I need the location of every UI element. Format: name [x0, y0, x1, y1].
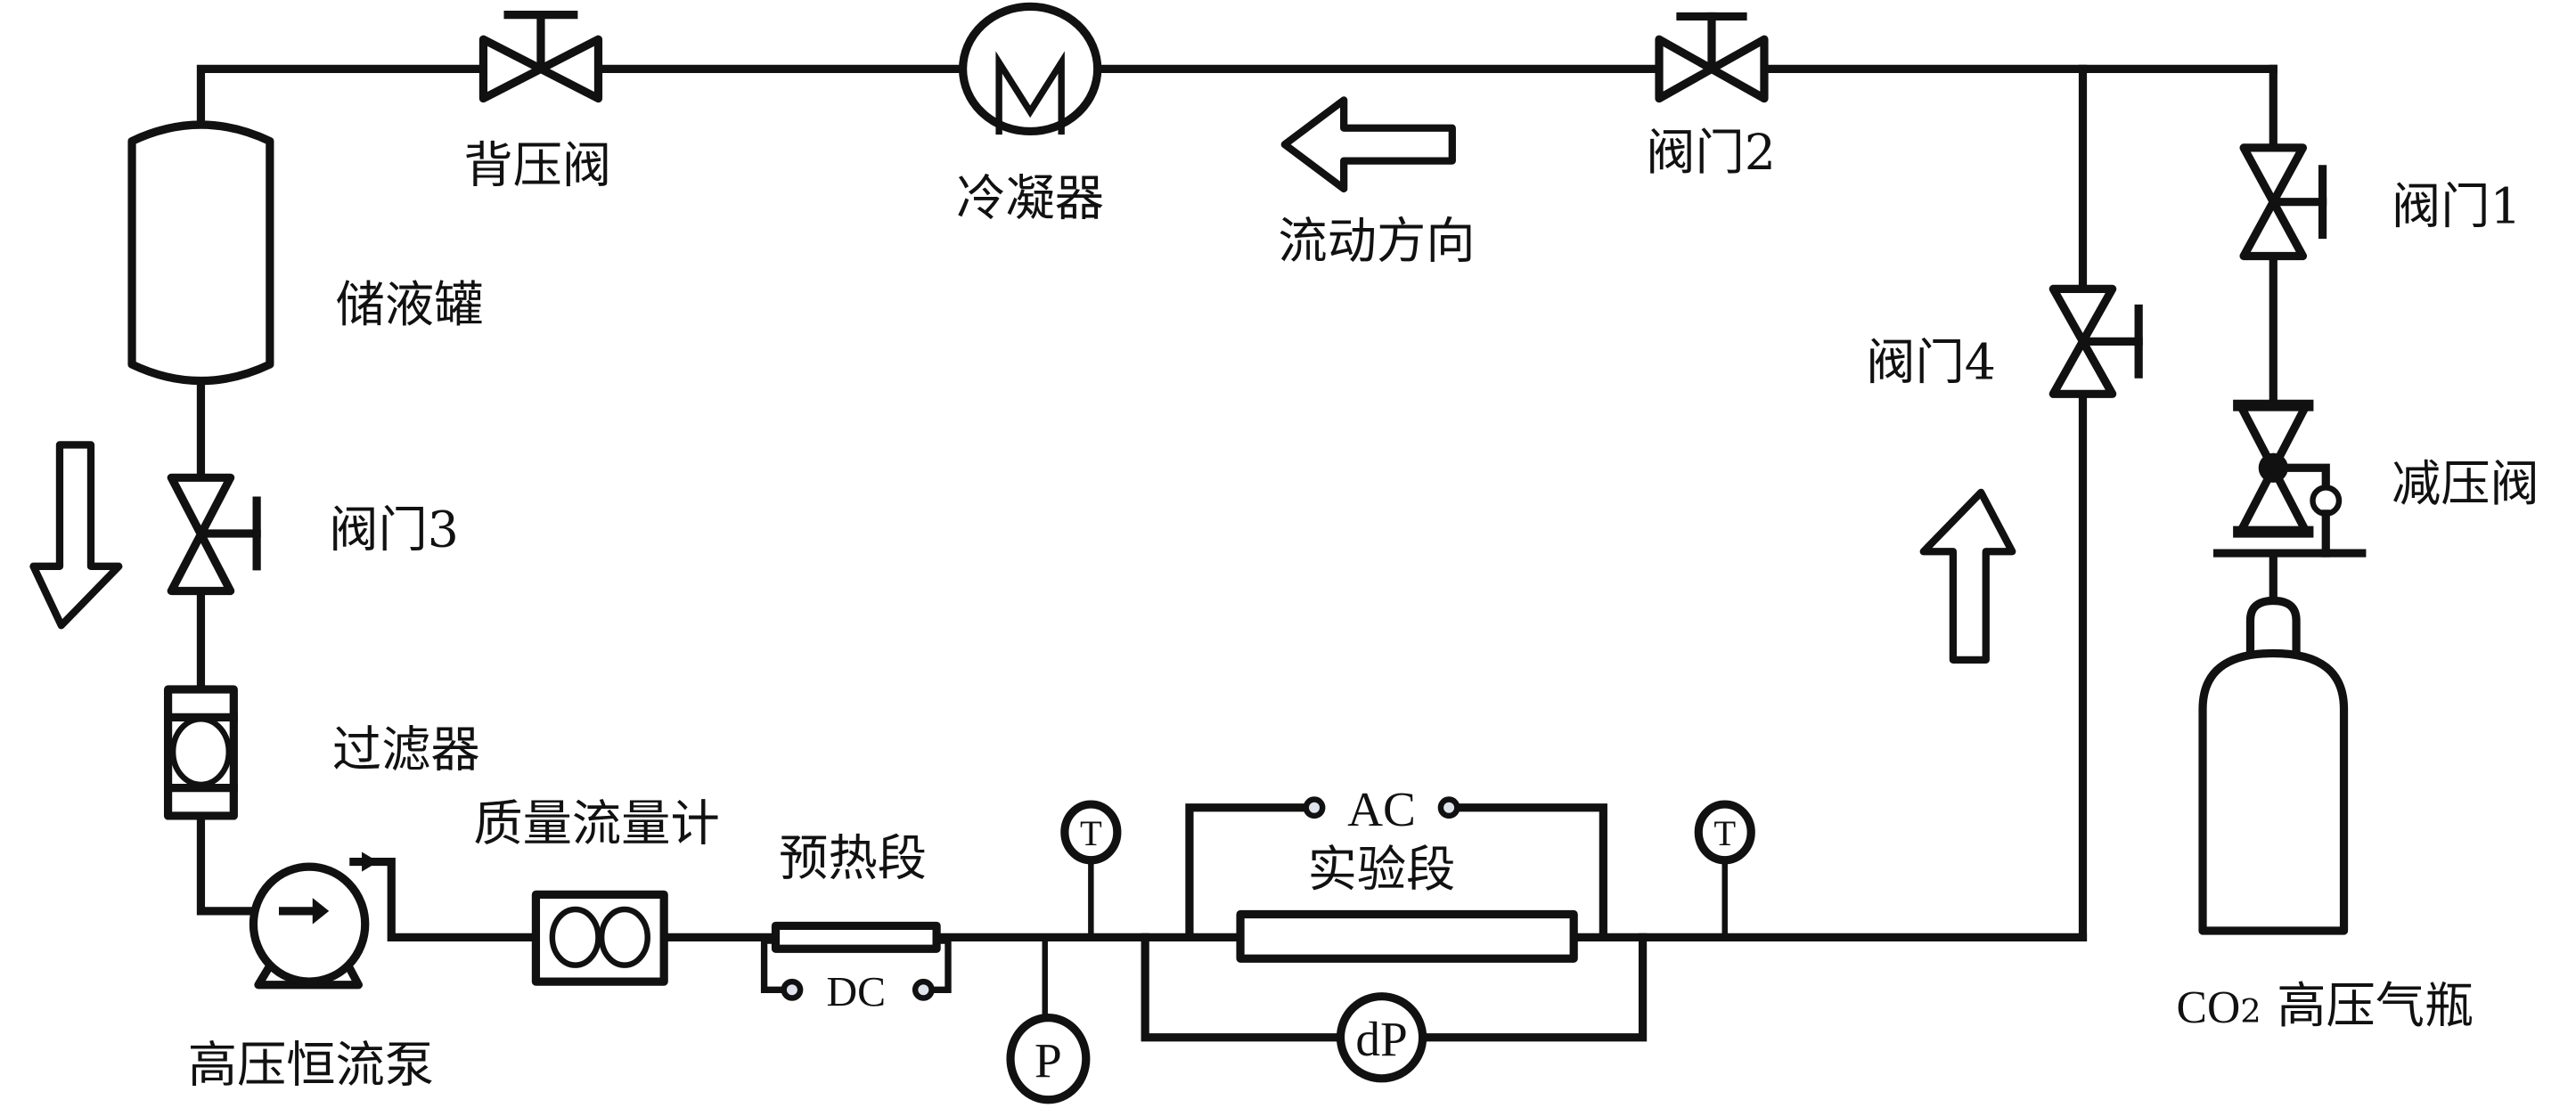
valve-4	[2049, 284, 2143, 398]
temperature-outlet-circle	[1694, 800, 1755, 865]
reservoir-tank	[127, 120, 274, 386]
ac-terminal-right	[1437, 796, 1460, 819]
temperature-outlet-label: T	[1713, 813, 1736, 853]
differential-pressure-label: dP	[1355, 1012, 1407, 1066]
co2-subscript: 2	[2240, 992, 2261, 1031]
pressure-gauge: P	[1006, 934, 1091, 1104]
pump-casing	[249, 862, 370, 986]
pressure-gauge-label: P	[1034, 1033, 1062, 1088]
dc-terminal-right	[912, 978, 935, 1001]
valve-3	[167, 473, 261, 596]
back-pressure-valve-label: 背压阀	[463, 138, 611, 195]
pressure-reducing-valve-label: 减压阀	[2392, 456, 2539, 513]
ac-left-lead	[1185, 803, 1311, 941]
preheat-section-label: 预热段	[779, 830, 927, 887]
valve-4-label: 阀门4	[1866, 335, 1996, 392]
valve-2	[1655, 12, 1769, 103]
valve-3-label: 阀门3	[329, 502, 459, 559]
co2-cylinder-label: CO2 高压气瓶	[2177, 978, 2474, 1035]
test-section-tube	[1236, 909, 1578, 963]
co2-cylinder-neck	[2245, 596, 2301, 654]
mass-flow-meter-right-rotor	[598, 906, 650, 968]
mass-flow-meter-label: 质量流量计	[473, 796, 719, 853]
pipe-pump-outlet	[349, 857, 541, 941]
condenser-label: 冷凝器	[956, 170, 1104, 227]
dp-right-lead	[1419, 933, 1648, 1042]
filter	[163, 685, 238, 820]
high-pressure-pump-label: 高压恒流泵	[188, 1038, 434, 1095]
test-section: AC dP	[1141, 782, 1648, 1083]
ac-terminal-left	[1303, 796, 1326, 819]
filter-element	[169, 715, 233, 788]
mass-flow-meter	[531, 890, 668, 986]
flow-direction-left-arrow-icon	[1280, 96, 1456, 193]
co2-formula: CO	[2177, 982, 2241, 1033]
preheat-tube	[771, 921, 941, 953]
flow-direction-label: 流动方向	[1278, 213, 1475, 270]
ac-right-lead	[1452, 803, 1607, 941]
differential-pressure-circle	[1336, 992, 1427, 1083]
pump-inlet-arrow-icon	[312, 898, 330, 925]
prv-pilot-line	[2269, 463, 2330, 492]
dc-power-label: DC	[827, 969, 887, 1016]
pipes	[196, 64, 2278, 941]
temperature-sensor-outlet: T	[1694, 800, 1755, 941]
valve-1-label: 阀门1	[2392, 179, 2522, 236]
back-pressure-valve	[478, 10, 603, 103]
filter-label: 过滤器	[332, 722, 480, 779]
reservoir	[127, 120, 274, 386]
reservoir-label: 储液罐	[336, 277, 484, 334]
temperature-inlet-circle	[1060, 800, 1122, 865]
dp-left-lead	[1141, 933, 1346, 1042]
preheat-section: DC	[760, 921, 952, 1016]
ac-power-label: AC	[1347, 782, 1416, 836]
pipe-reservoir-top	[196, 64, 485, 125]
condenser	[958, 2, 1102, 136]
valve-1	[2239, 143, 2327, 261]
high-pressure-pump	[249, 851, 379, 990]
co2-cylinder	[2198, 596, 2349, 935]
preheat-dc-right-lead	[929, 937, 952, 993]
mass-flow-meter-left-rotor	[549, 906, 601, 968]
temperature-inlet-label: T	[1080, 813, 1102, 853]
pressure-gauge-circle	[1006, 1014, 1091, 1104]
valve-2-label: 阀门2	[1646, 125, 1776, 182]
temperature-sensor-inlet: T	[1060, 800, 1122, 941]
pump-outlet-arrow-icon	[362, 851, 379, 872]
pressure-reducing-valve	[2213, 399, 2367, 558]
flow-up-arrow-icon	[1919, 488, 2016, 664]
dc-terminal-left	[781, 978, 804, 1001]
co2-cylinder-body	[2198, 648, 2349, 935]
co2-cylinder-name: 高压气瓶	[2261, 978, 2474, 1035]
condenser-m-symbol	[995, 51, 1065, 135]
test-section-label: 实验段	[1308, 842, 1456, 899]
flow-down-arrow-icon	[29, 441, 123, 630]
preheat-dc-left-lead	[760, 937, 788, 993]
